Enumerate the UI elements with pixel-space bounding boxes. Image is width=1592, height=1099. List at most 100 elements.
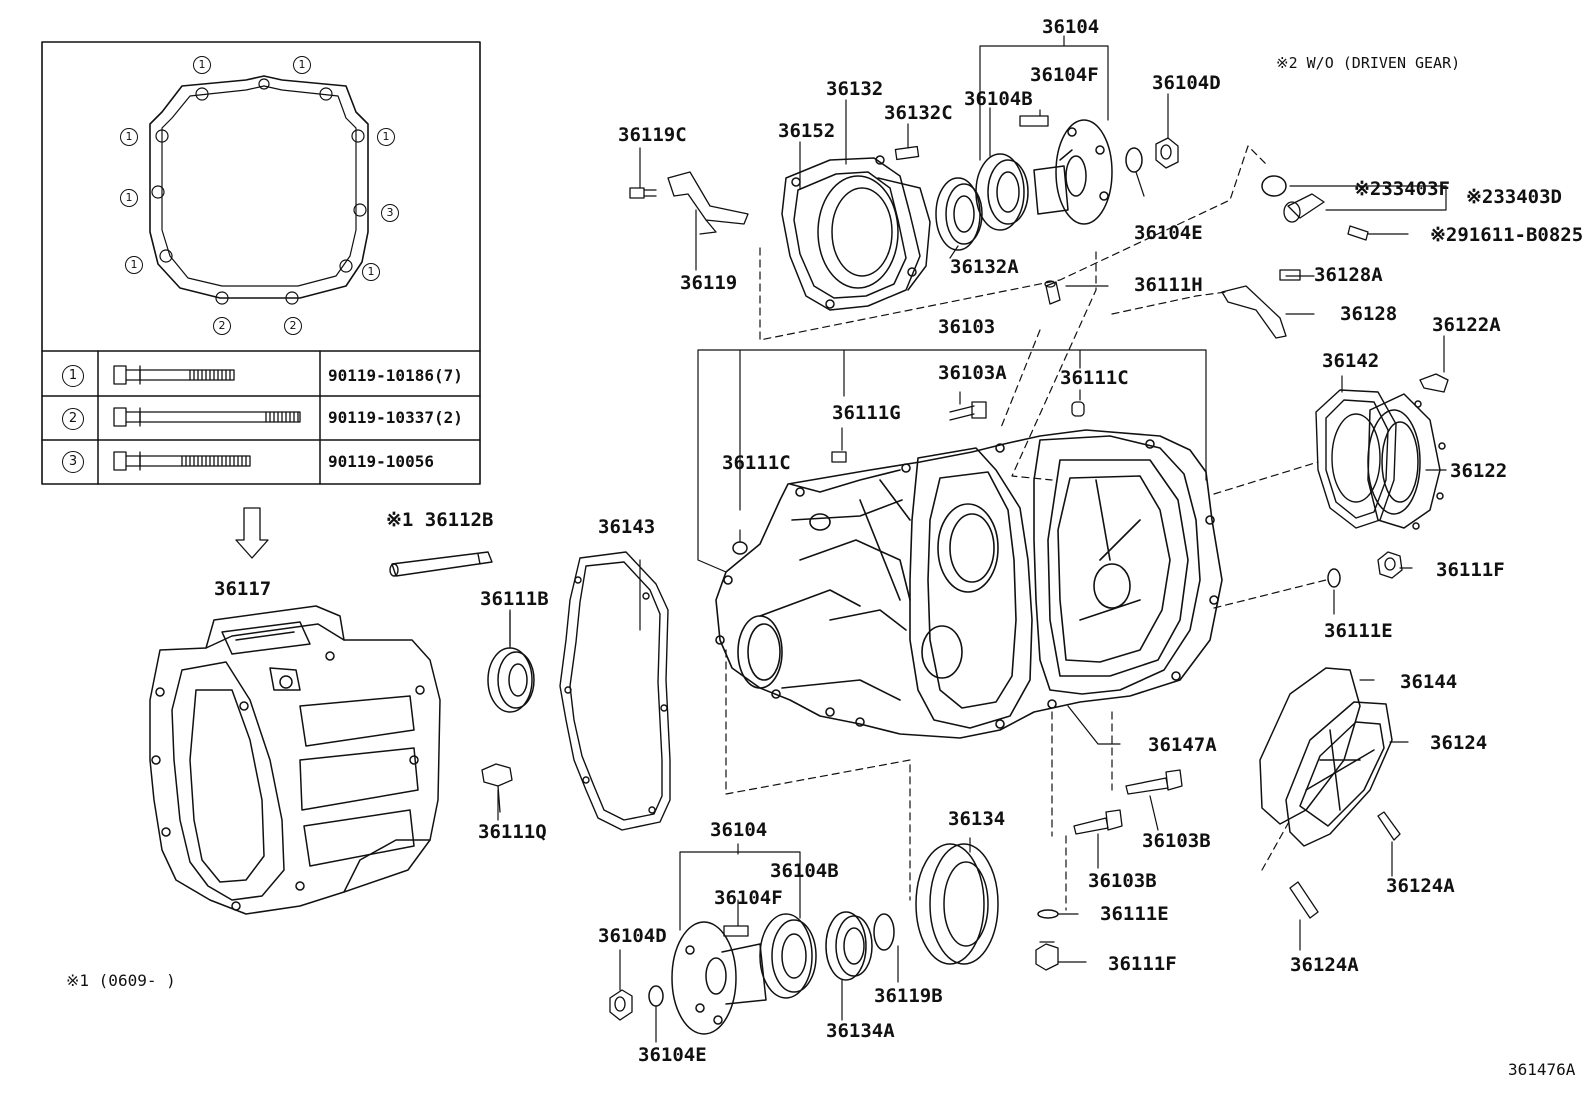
gasket-marker: 3	[381, 204, 399, 222]
part-label-36144[interactable]: 36144	[1400, 671, 1458, 693]
part-label-36132[interactable]: 36132	[826, 78, 884, 100]
part-label-36103[interactable]: 36103	[938, 316, 996, 338]
part-label-36104F-top[interactable]: 36104F	[1030, 64, 1099, 86]
gasket-bolt-table	[41, 41, 481, 485]
washer-36111E-right	[1327, 568, 1341, 588]
part-label-33403D[interactable]: ※233403D	[1466, 186, 1562, 208]
part-label-36104-bottom[interactable]: 36104	[710, 819, 768, 841]
part-label-36134[interactable]: 36134	[948, 808, 1006, 830]
bolt-36104F-bottom	[723, 925, 749, 937]
cover-36124	[1259, 667, 1393, 847]
bolt-marker-2: 2	[62, 408, 84, 430]
part-label-36112B[interactable]: ※1 36112B	[386, 509, 494, 531]
part-label-36111F-right[interactable]: 36111F	[1436, 559, 1505, 581]
bracket-36128	[1221, 285, 1287, 339]
part-label-36111E-bottom[interactable]: 36111E	[1100, 903, 1169, 925]
part-label-36104F-bottom[interactable]: 36104F	[714, 887, 783, 909]
bolt-36103A	[949, 401, 987, 421]
part-label-36119C[interactable]: 36119C	[618, 124, 687, 146]
part-label-33403F[interactable]: ※233403F	[1354, 178, 1450, 200]
shaft-36112B	[389, 551, 493, 577]
part-label-36132C[interactable]: 36132C	[884, 102, 953, 124]
bolt-part-number-1[interactable]: 90119-10186(7)	[328, 366, 463, 385]
leader-lines	[497, 35, 1447, 1043]
sleeve-33403D	[1283, 193, 1325, 223]
washer-36104E-top	[1125, 147, 1143, 173]
part-label-36103A[interactable]: 36103A	[938, 362, 1007, 384]
flange-36104-bottom	[671, 921, 767, 1035]
gasket-marker: 2	[213, 317, 231, 335]
part-label-36142[interactable]: 36142	[1322, 350, 1380, 372]
plug-36111C-left	[732, 541, 748, 555]
part-label-36111B[interactable]: 36111B	[480, 588, 549, 610]
part-label-36104E-bottom[interactable]: 36104E	[638, 1044, 707, 1066]
part-label-36134A[interactable]: 36134A	[826, 1020, 895, 1042]
gasket-marker: 1	[377, 128, 395, 146]
bearing-36132A	[935, 177, 983, 251]
part-label-36124A-right[interactable]: 36124A	[1386, 875, 1455, 897]
bolt-part-number-3[interactable]: 90119-10056	[328, 452, 434, 471]
part-label-36143[interactable]: 36143	[598, 516, 656, 538]
bearing-36104B-top	[975, 153, 1029, 231]
part-label-36147A[interactable]: 36147A	[1148, 734, 1217, 756]
bolt-part-number-2[interactable]: 90119-10337(2)	[328, 408, 463, 427]
part-label-36119B[interactable]: 36119B	[874, 985, 943, 1007]
part-label-36103B-left[interactable]: 36103B	[1088, 870, 1157, 892]
gasket-marker: 1	[125, 256, 143, 274]
snap-ring-36119B	[873, 913, 895, 951]
bolt-marker-3: 3	[62, 451, 84, 473]
bolt-36124A-bottom	[1289, 881, 1319, 919]
part-label-36111C-right[interactable]: 36111C	[1060, 367, 1129, 389]
part-label-36128[interactable]: 36128	[1340, 303, 1398, 325]
part-label-36132A[interactable]: 36132A	[950, 256, 1019, 278]
plug-36111G	[831, 451, 847, 463]
part-label-36104D-top[interactable]: 36104D	[1152, 72, 1221, 94]
part-label-36111E-right[interactable]: 36111E	[1324, 620, 1393, 642]
part-label-36111F-bottom[interactable]: 36111F	[1108, 953, 1177, 975]
bolt-drawings	[113, 365, 301, 471]
part-label-36104-top[interactable]: 36104	[1042, 16, 1100, 38]
bolt-36104F-top	[1019, 115, 1049, 127]
nut-36104D-top	[1155, 137, 1179, 169]
bolt-36128A	[1279, 269, 1301, 281]
part-label-36111G[interactable]: 36111G	[832, 402, 901, 424]
part-label-36111Q[interactable]: 36111Q	[478, 821, 547, 843]
gasket-marker: 1	[120, 128, 138, 146]
oil-seal-36111B	[487, 609, 535, 713]
plug-36111F-right	[1377, 551, 1403, 579]
seal-36134	[915, 843, 999, 965]
adapter-36122	[1367, 393, 1446, 530]
part-label-36122A[interactable]: 36122A	[1432, 314, 1501, 336]
part-label-36104D-bottom[interactable]: 36104D	[598, 925, 667, 947]
part-label-36104E-top[interactable]: 36104E	[1134, 222, 1203, 244]
part-label-36128A[interactable]: 36128A	[1314, 264, 1383, 286]
bolt-36132C	[894, 145, 920, 161]
gasket-marker: 2	[284, 317, 302, 335]
bolt-291611	[1347, 225, 1369, 241]
bell-housing-36117	[149, 605, 441, 915]
gasket-bolt-holes	[151, 78, 367, 305]
washer-36111E-bottom	[1037, 909, 1059, 919]
part-label-36103B-right[interactable]: 36103B	[1142, 830, 1211, 852]
breather-36111H	[1044, 280, 1061, 305]
part-label-36124A-bottom[interactable]: 36124A	[1290, 954, 1359, 976]
bearing-36134A	[825, 911, 873, 981]
part-label-36152[interactable]: 36152	[778, 120, 836, 142]
gasket-marker: 1	[293, 56, 311, 74]
part-label-36111C-left[interactable]: 36111C	[722, 452, 791, 474]
part-label-36124[interactable]: 36124	[1430, 732, 1488, 754]
bracket-36119	[629, 171, 749, 235]
part-label-36122[interactable]: 36122	[1450, 460, 1508, 482]
oring-33403F	[1261, 175, 1287, 197]
adapter-36142	[1315, 389, 1397, 529]
part-label-36119[interactable]: 36119	[680, 272, 738, 294]
part-label-36117[interactable]: 36117	[214, 578, 272, 600]
bolt-36103B-left	[1073, 809, 1123, 835]
plug-36111F-bottom	[1035, 941, 1059, 971]
bolt-marker-1: 1	[62, 365, 84, 387]
part-label-36111H[interactable]: 36111H	[1134, 274, 1203, 296]
part-label-36104B-top[interactable]: 36104B	[964, 88, 1033, 110]
part-label-36104B-bottom[interactable]: 36104B	[770, 860, 839, 882]
part-label-291611-B0825[interactable]: ※291611-B0825	[1430, 224, 1584, 246]
